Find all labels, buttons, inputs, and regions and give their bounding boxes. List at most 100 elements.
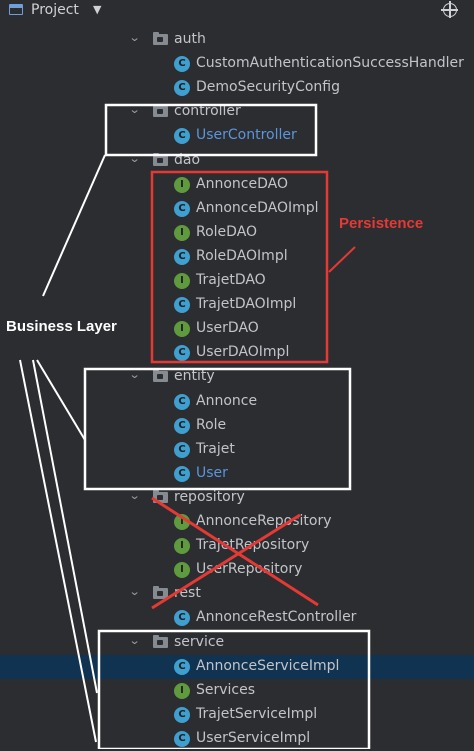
tree-file-label: Trajet xyxy=(196,440,235,457)
tree-folder-controller[interactable]: ⌄ controller xyxy=(0,100,474,124)
chevron-down-icon[interactable]: ⌄ xyxy=(128,31,141,44)
tree-folder-repository[interactable]: ⌄ repository xyxy=(0,486,474,510)
java-class-icon: C xyxy=(174,658,190,675)
project-window-icon xyxy=(9,4,23,15)
java-class-icon: C xyxy=(174,730,190,747)
java-class-icon: C xyxy=(174,56,190,73)
tree-file-label: UserRepository xyxy=(196,561,303,578)
tree-file-user-repository[interactable]: I UserRepository xyxy=(0,558,474,582)
tree-folder-label: repository xyxy=(174,488,245,505)
java-interface-icon: I xyxy=(174,321,190,338)
tree-file-label: AnnonceDAO xyxy=(196,175,288,192)
tree-file-services[interactable]: I Services xyxy=(0,679,474,703)
tree-file-label: UserServiceImpl xyxy=(196,729,311,746)
tree-file-annonce-repository[interactable]: I AnnonceRepository xyxy=(0,510,474,534)
project-title[interactable]: Project xyxy=(31,2,79,18)
java-interface-icon: I xyxy=(174,538,190,555)
java-interface-icon: I xyxy=(174,514,190,530)
tree-file-label: Services xyxy=(196,681,256,698)
tree-file-role-daoimpl[interactable]: C RoleDAOImpl xyxy=(0,245,474,269)
tree-file-user-service-impl[interactable]: C UserServiceImpl xyxy=(0,727,474,751)
tree-file-trajet[interactable]: C Trajet xyxy=(0,438,474,462)
tree-file-role[interactable]: C Role xyxy=(0,414,474,438)
java-class-icon: C xyxy=(174,417,190,434)
tree-file-user-daoimpl[interactable]: C UserDAOImpl xyxy=(0,341,474,365)
tree-file-label: TrajetDAOImpl xyxy=(196,296,297,313)
tree-folder-auth[interactable]: ⌄ auth xyxy=(0,28,474,52)
java-class-icon: C xyxy=(174,465,190,482)
chevron-down-icon[interactable]: ⌄ xyxy=(128,151,141,165)
tree-file-demo-security-config[interactable]: C DemoSecurityConfig xyxy=(0,76,474,100)
tree-file-label: AnnonceServiceImpl xyxy=(196,657,340,674)
tree-file-label: TrajetDAO xyxy=(196,272,266,288)
tree-file-label: AnnonceRepository xyxy=(196,513,332,529)
tree-file-label: TrajetRepository xyxy=(196,537,310,554)
tree-folder-label: rest xyxy=(174,585,201,602)
tree-file-label: UserDAO xyxy=(196,320,259,337)
chevron-down-icon[interactable]: ▼ xyxy=(93,3,102,16)
folder-icon xyxy=(153,369,168,383)
project-tool-window-header: Project ▼ xyxy=(0,0,474,22)
java-class-icon: C xyxy=(174,345,190,362)
tree-file-label: TrajetServiceImpl xyxy=(196,705,318,722)
folder-icon xyxy=(153,152,168,166)
folder-icon xyxy=(153,32,168,45)
java-interface-icon: I xyxy=(174,682,190,699)
tree-file-label: RoleDAOImpl xyxy=(196,247,288,264)
tree-file-user-controller[interactable]: C UserController xyxy=(0,124,474,148)
tree-file-label: CustomAuthenticationSuccessHandler xyxy=(196,55,464,72)
java-class-icon: C xyxy=(174,441,190,458)
java-class-icon: C xyxy=(174,297,190,314)
chevron-down-icon[interactable]: ⌄ xyxy=(128,585,141,599)
tree-folder-service[interactable]: ⌄ service xyxy=(0,631,474,655)
tree-file-label: User xyxy=(196,464,228,481)
tree-file-annonce-rest-controller[interactable]: C AnnonceRestController xyxy=(0,606,474,630)
tree-file-trajet-service-impl[interactable]: C TrajetServiceImpl xyxy=(0,703,474,727)
tree-file-trajet-daoimpl[interactable]: C TrajetDAOImpl xyxy=(0,293,474,317)
tree-folder-label: service xyxy=(174,633,225,650)
tree-file-custom-authentication-success-handler[interactable]: C CustomAuthenticationSuccessHandler xyxy=(0,52,474,76)
java-class-icon: C xyxy=(174,610,190,627)
chevron-down-icon[interactable]: ⌄ xyxy=(128,368,141,382)
folder-icon xyxy=(153,104,168,118)
tree-folder-label: entity xyxy=(174,368,215,385)
java-class-icon: C xyxy=(174,80,190,97)
business-layer-label: Business Layer xyxy=(6,318,117,335)
java-interface-icon: I xyxy=(174,176,190,193)
java-class-icon: C xyxy=(174,393,190,410)
java-class-icon: C xyxy=(174,200,190,217)
tree-folder-dao[interactable]: ⌄ dao xyxy=(0,149,474,173)
persistence-label: Persistence xyxy=(339,215,424,232)
tree-file-trajet-repository[interactable]: I TrajetRepository xyxy=(0,534,474,558)
tree-folder-entity[interactable]: ⌄ entity xyxy=(0,365,474,389)
crosshair-icon[interactable] xyxy=(441,1,458,18)
java-class-icon: C xyxy=(174,248,190,265)
java-interface-icon: I xyxy=(174,562,190,579)
chevron-down-icon[interactable]: ⌄ xyxy=(128,103,141,117)
java-class-icon: C xyxy=(174,706,190,723)
tree-file-label: AnnonceRestController xyxy=(196,609,357,626)
tree-file-label: AnnonceDAOImpl xyxy=(196,199,319,216)
folder-icon xyxy=(153,586,168,600)
java-class-icon: C xyxy=(174,128,190,145)
tree-file-label: RoleDAO xyxy=(196,223,258,240)
chevron-down-icon[interactable]: ⌄ xyxy=(128,633,141,647)
tree-folder-label: auth xyxy=(174,31,206,47)
tree-folder-label: controller xyxy=(174,103,241,120)
tree-file-label: DemoSecurityConfig xyxy=(196,79,341,96)
java-interface-icon: I xyxy=(174,273,190,289)
tree-folder-label: dao xyxy=(174,151,201,168)
tree-file-label: UserController xyxy=(196,127,297,144)
tree-file-trajet-dao[interactable]: I TrajetDAO xyxy=(0,269,474,293)
tree-file-label: Role xyxy=(196,416,227,433)
tree-file-label: Annonce xyxy=(196,392,258,409)
tree-file-annonce-service-impl[interactable]: C AnnonceServiceImpl xyxy=(0,654,474,679)
folder-icon xyxy=(153,489,168,503)
tree-file-annonce[interactable]: C Annonce xyxy=(0,390,474,414)
folder-icon xyxy=(153,634,168,648)
tree-file-label: UserDAOImpl xyxy=(196,344,290,361)
tree-file-annonce-dao[interactable]: I AnnonceDAO xyxy=(0,173,474,197)
tree-file-user[interactable]: C User xyxy=(0,462,474,486)
tree-folder-rest[interactable]: ⌄ rest xyxy=(0,582,474,606)
chevron-down-icon[interactable]: ⌄ xyxy=(128,488,141,502)
